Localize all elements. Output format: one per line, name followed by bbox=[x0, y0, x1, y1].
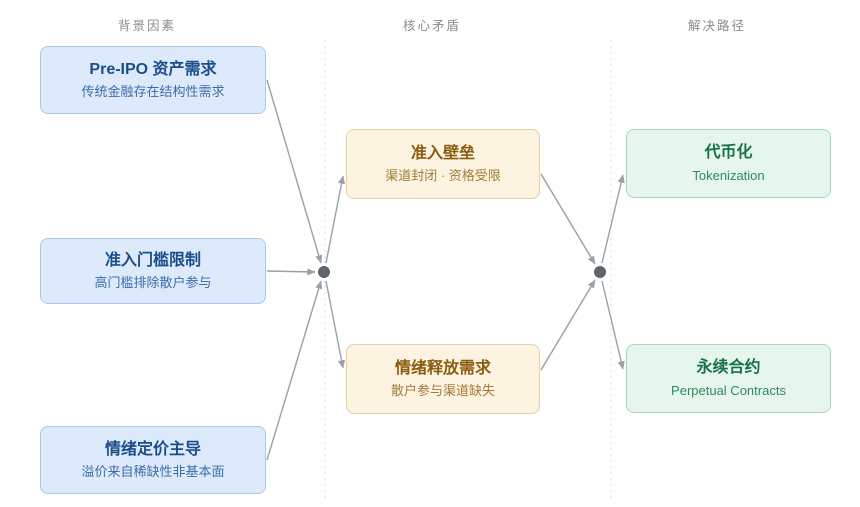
node-subtitle: 渠道封闭 · 资格受限 bbox=[385, 168, 501, 184]
junction-dot-left bbox=[318, 266, 330, 278]
column-header-background-factors: 背景因素 bbox=[117, 19, 177, 33]
node-sentiment-driven-pricing: 情绪定价主导 溢价来自稀缺性非基本面 bbox=[40, 426, 266, 494]
node-title: 准入门槛限制 bbox=[104, 251, 201, 269]
edge-threshold-to-left-junction bbox=[266, 268, 316, 276]
node-title: 准入壁垒 bbox=[410, 144, 475, 162]
node-title: Pre-IPO 资产需求 bbox=[89, 60, 217, 78]
node-subtitle: Perpetual Contracts bbox=[671, 382, 786, 398]
node-subtitle: 高门槛排除散户参与 bbox=[94, 275, 212, 291]
edge-left-junction-to-access-barrier bbox=[325, 175, 346, 264]
edge-left-junction-to-sentiment-release bbox=[325, 280, 346, 369]
edge-right-junction-to-tokenization bbox=[601, 174, 625, 264]
node-subtitle: 溢价来自稀缺性非基本面 bbox=[81, 464, 225, 480]
edge-arrows bbox=[266, 79, 625, 461]
edge-preipo-to-left-junction bbox=[266, 79, 323, 264]
node-subtitle: 传统金融存在结构性需求 bbox=[81, 84, 225, 100]
node-perpetual-contracts: 永续合约 Perpetual Contracts bbox=[626, 344, 831, 413]
edge-access-barrier-to-right-junction bbox=[540, 173, 596, 265]
node-subtitle: 散户参与渠道缺失 bbox=[390, 383, 495, 399]
edge-sentiment-release-to-right-junction bbox=[540, 279, 596, 371]
column-header-core-contradiction: 核心矛盾 bbox=[402, 19, 462, 33]
node-access-barrier: 准入壁垒 渠道封闭 · 资格受限 bbox=[346, 129, 540, 199]
node-title: 情绪定价主导 bbox=[104, 440, 201, 458]
node-access-threshold-limit: 准入门槛限制 高门槛排除散户参与 bbox=[40, 238, 266, 304]
node-title: 情绪释放需求 bbox=[394, 359, 491, 377]
node-subtitle: Tokenization bbox=[692, 167, 765, 183]
node-tokenization: 代币化 Tokenization bbox=[626, 129, 831, 198]
node-sentiment-release-demand: 情绪释放需求 散户参与渠道缺失 bbox=[346, 344, 540, 414]
junction-dot-right bbox=[594, 266, 606, 278]
node-title: 永续合约 bbox=[696, 359, 761, 377]
node-title: 代币化 bbox=[704, 144, 753, 162]
edge-sentiment-pricing-to-left-junction bbox=[266, 280, 323, 461]
node-pre-ipo-asset-demand: Pre-IPO 资产需求 传统金融存在结构性需求 bbox=[40, 46, 266, 114]
column-header-solution-paths: 解决路径 bbox=[687, 19, 747, 33]
edge-right-junction-to-perpetual bbox=[601, 280, 625, 370]
